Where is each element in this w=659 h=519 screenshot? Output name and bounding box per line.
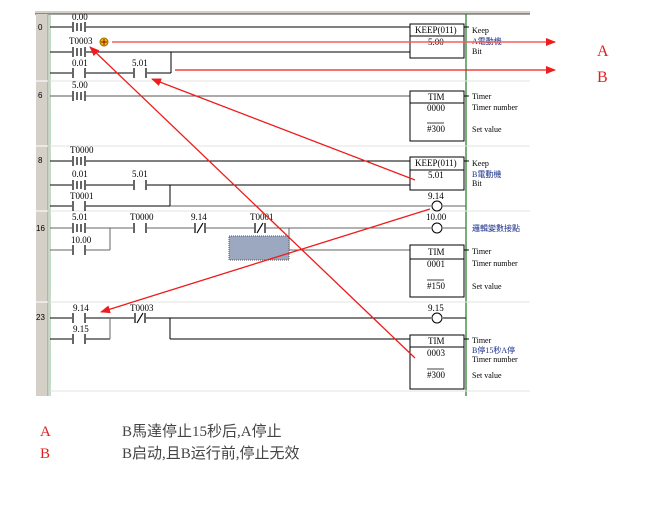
contact-address: T0000 [130,212,154,222]
contact-10.00[interactable] [72,245,86,255]
instruction-name: TIM [428,336,445,346]
contact-address: 10.00 [71,235,92,245]
comment: Keep [472,26,489,35]
instruction-name: TIM [428,92,445,102]
contact-address: 9.14 [73,303,89,313]
comment: Set value [472,125,502,134]
coil-9.14[interactable] [431,200,443,212]
contact-address: T0003 [69,36,93,46]
note-B: B B启动,且B运行前,停止无效 [40,442,300,463]
rung-0 [50,26,410,74]
comment: Timer [472,336,492,345]
comment: B停15秒A停 [472,345,515,355]
comment: Timer number [472,355,518,364]
instruction-name: TIM [428,247,445,257]
contact-9.14[interactable] [72,313,86,323]
contact-9.15[interactable] [72,334,86,344]
arrow-label-A: A [597,43,609,60]
comment: Set value [472,282,502,291]
contact-address: T0000 [70,145,94,155]
comment: Keep [472,159,489,168]
contact-9.14-nc[interactable] [194,222,206,234]
note-text: B启动,且B运行前,停止无效 [122,446,300,462]
contact-address: T0001 [250,212,274,222]
comment: Timer [472,92,492,101]
contact-5.01[interactable] [133,68,147,78]
note-text: B馬達停止15秒后,A停止 [122,424,282,440]
contact-address: 9.14 [191,212,207,222]
rung-16 [50,227,466,251]
note-key: B [40,446,51,462]
contact-T0000[interactable] [133,223,147,233]
set-value: #300 [427,370,446,380]
contact-5.01-edge[interactable] [72,223,86,233]
set-value: #300 [427,124,446,134]
contact-T0001-nc[interactable] [254,222,266,234]
contact-T0003-nc[interactable] [134,312,146,324]
contact-T0001[interactable] [72,201,86,211]
comment: Timer [472,247,492,256]
contact-address: 0.01 [72,169,88,179]
contact-address: T0003 [130,303,154,313]
note-A: A B馬達停止15秒后,A停止 [40,420,282,441]
keep-instruction-5.01[interactable] [409,156,465,191]
comment: Set value [472,371,502,380]
instruction-name: KEEP(011) [415,25,457,35]
rung-number: 8 [38,156,43,165]
instruction-operand: 0003 [427,348,446,358]
contact-address: 5.01 [132,169,148,179]
instruction-operand: 5.01 [428,170,444,180]
coil-address: 10.00 [426,212,447,222]
instruction-operand: 0000 [427,103,446,113]
keep-instruction-5.00[interactable] [409,23,465,59]
rung-number: 16 [36,224,45,233]
rung-number: 6 [38,91,43,100]
comment: Bit [472,47,483,56]
coil-address: 9.14 [428,191,444,201]
contact-address: T0001 [70,191,94,201]
tim-instruction-0000[interactable] [409,90,465,142]
arrow-label-B: B [597,69,608,86]
annotation-arrows [89,38,556,359]
top-scrollbar[interactable] [35,11,530,14]
contact-address: 9.15 [73,324,89,334]
arrow-tim0003-to-T0003 [89,46,416,359]
rung-8 [50,160,410,207]
rung-23 [50,317,466,340]
contact-0.01-edge[interactable] [72,180,86,190]
contact-0.00[interactable] [72,22,86,32]
comment: A電動機 [472,36,502,46]
comment: Timer number [472,259,518,268]
contact-5.00[interactable] [72,91,86,101]
arrow-5.01-to-contact [151,78,416,181]
contact-5.01[interactable] [133,180,147,190]
rung-number: 23 [36,313,45,322]
contact-address: 0.01 [72,58,88,68]
arrow-9.14-to-contact [100,208,431,314]
comment: Timer number [472,103,518,112]
tim-instruction-0001[interactable] [409,244,465,298]
tim-instruction-0003[interactable] [409,334,465,390]
instruction-operand: 0001 [427,259,445,269]
coil-9.15[interactable] [431,312,443,324]
coil-10.00[interactable] [431,222,443,234]
set-value: #150 [427,281,446,291]
comment: 邏輯變數接點 [472,223,520,233]
contact-address: 0.00 [72,12,88,22]
rung-separators [50,80,530,392]
contact-0.01[interactable] [72,68,86,78]
coil-address: 9.15 [428,303,444,313]
rung-number-gutter [36,14,48,396]
rung-number: 0 [38,23,43,32]
contact-T0003[interactable] [72,47,86,57]
instruction-name: KEEP(011) [415,158,457,168]
contact-address: 5.01 [132,58,148,68]
comment: Bit [472,179,483,188]
contact-address: 5.00 [72,80,88,90]
contact-address: 5.01 [72,212,88,222]
contact-T0000[interactable] [72,156,86,166]
note-key: A [40,424,51,440]
comment: B電動機 [472,169,501,179]
